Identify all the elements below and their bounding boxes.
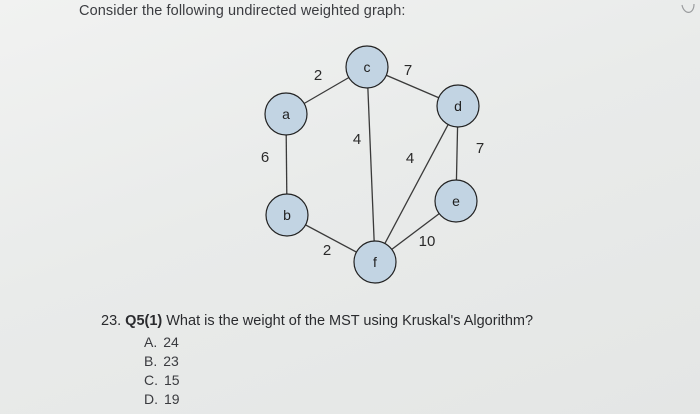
node-f: f [353,240,397,284]
option-b[interactable]: B. 23 [144,352,180,371]
edge-d-f [374,105,459,263]
option-value: 23 [163,353,179,369]
edge-weight-a-c: 2 [314,67,322,84]
node-label-d: d [454,98,462,114]
node-label-e: e [452,193,460,209]
node-label-c: c [364,59,371,75]
question-text: What is the weight of the MST using Krus… [166,313,534,329]
edge-weight-e-f: 10 [419,233,436,250]
edge-weight-c-d: 7 [404,62,412,79]
edge-weight-c-f: 4 [353,131,361,148]
option-value: 15 [164,372,180,388]
graph-nodes: a b c d e f [264,45,480,284]
question-label: Q5(1) [125,313,163,329]
node-circle-f [353,240,397,284]
option-letter: B. [144,353,158,369]
option-letter: D. [144,391,158,407]
node-label-b: b [283,207,291,223]
node-c: c [345,45,389,89]
node-circle-a [264,92,308,136]
option-c[interactable]: C. 15 [144,371,180,390]
node-circle-d [436,84,480,128]
edge-weight-d-f: 4 [406,150,414,167]
node-label-a: a [282,106,290,122]
graph-edge-weights: 2 6 2 4 7 4 7 10 [261,62,484,259]
question: 23.Q5(1)What is the weight of the MST us… [101,313,533,329]
node-circle-e [434,179,478,223]
node-label-f: f [373,254,377,270]
node-b: b [265,193,309,237]
edge-weight-a-b: 6 [261,149,269,166]
option-letter: C. [144,372,158,388]
option-d[interactable]: D. 19 [144,390,180,409]
curl-mark-icon [681,3,695,13]
question-number: 23. [101,313,122,329]
node-d: d [436,84,480,128]
instruction-text: Consider the following undirected weight… [79,3,406,19]
option-value: 19 [164,391,180,407]
node-circle-b [265,193,309,237]
node-circle-c [345,45,389,89]
option-a[interactable]: A. 24 [144,333,180,352]
answer-options: A. 24 B. 23 C. 15 D. 19 [144,333,180,409]
option-value: 24 [163,334,179,350]
edge-weight-d-e: 7 [476,140,484,157]
edge-weight-b-f: 2 [323,242,331,259]
edge-c-f [366,66,376,263]
node-a: a [264,92,308,136]
option-letter: A. [144,334,158,350]
node-e: e [434,179,478,223]
